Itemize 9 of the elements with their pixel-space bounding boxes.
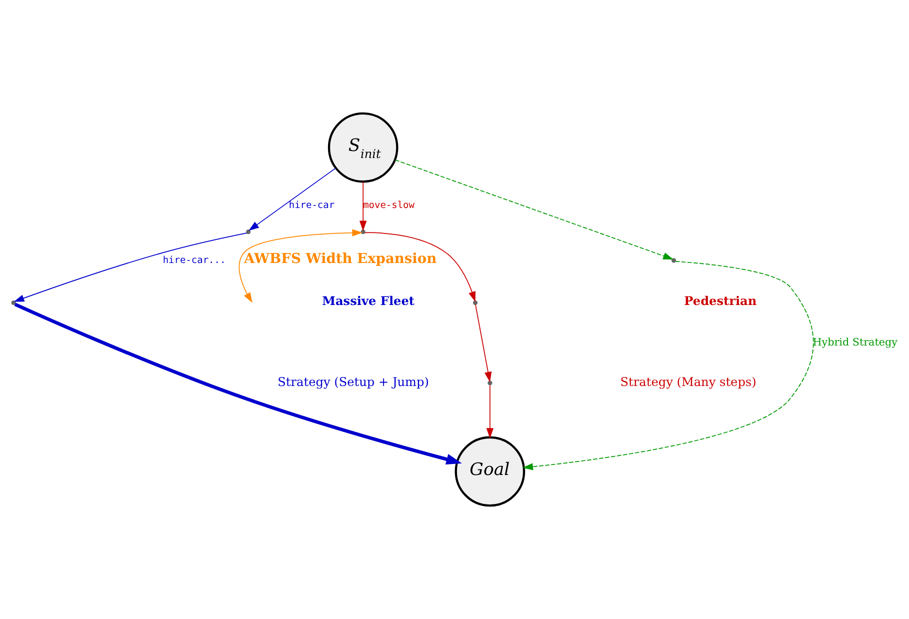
edge-label: Hybrid Strategy [812,336,898,349]
label: Massive Fleet [322,294,414,308]
edge-label: hire-car... [162,254,226,266]
label: Strategy (Many steps) [620,375,756,390]
label: Pedestrian [684,294,757,308]
edge-label: hire-car [288,200,335,212]
label: Strategy (Setup + Jump) [278,375,429,390]
edge-label: AWBFS Width Expansion [244,250,437,267]
edge-label: move-slow [363,200,414,212]
